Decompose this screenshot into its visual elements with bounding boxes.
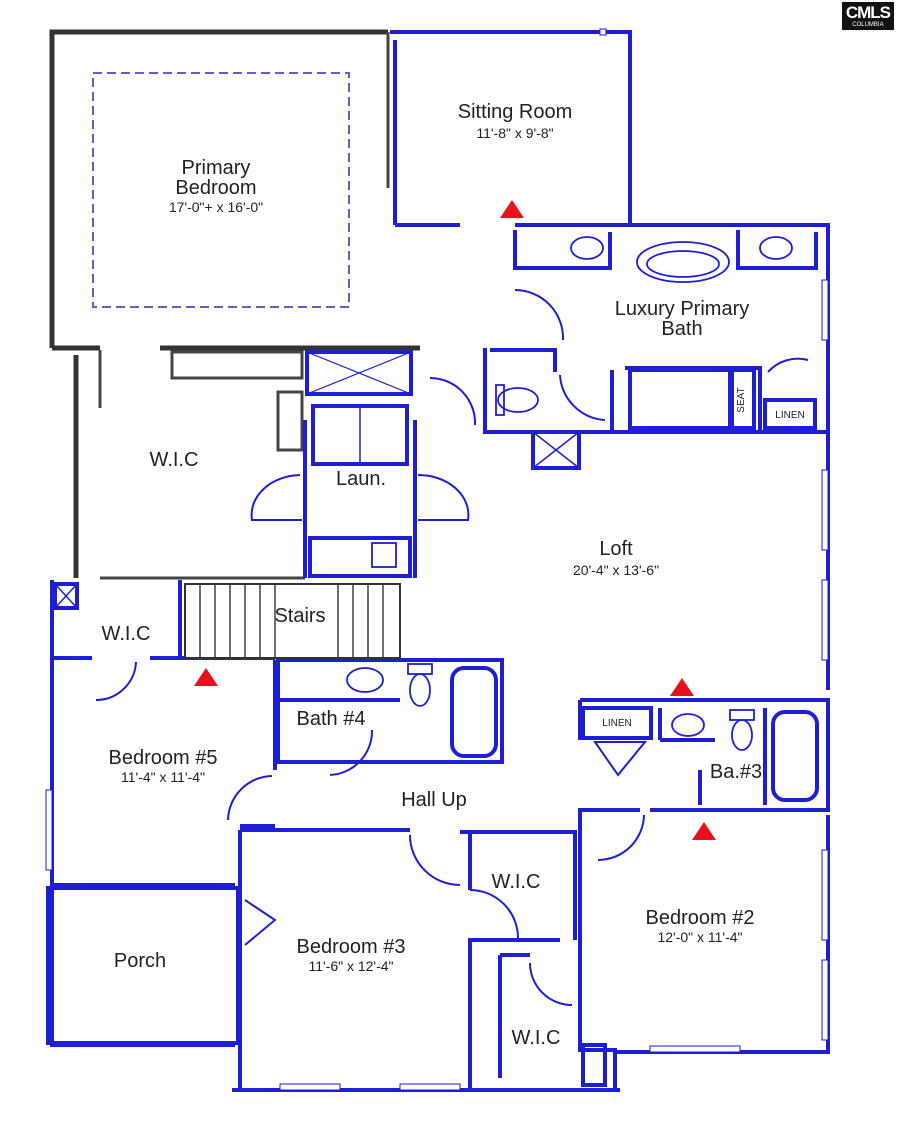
bedroom3-name: Bedroom #3 — [297, 936, 406, 958]
wic-mid-name: W.I.C — [492, 871, 541, 893]
windows — [45, 28, 829, 1091]
bedroom5-name: Bedroom #5 — [109, 747, 218, 769]
door-swings — [95, 288, 809, 1006]
linen-label-bath: LINEN — [775, 410, 804, 421]
stairs — [184, 583, 401, 659]
luxury-bath-name-1: Luxury Primary — [615, 298, 749, 320]
primary-bedroom-dims: 17'-0"+ x 16'-0" — [169, 199, 263, 215]
logo-subtext: COLUMBIA — [852, 22, 884, 28]
bedroom3-dims: 11'-6" x 12'-4" — [308, 958, 393, 974]
wic-main-name: W.I.C — [150, 449, 199, 471]
bedroom2-name: Bedroom #2 — [646, 907, 755, 929]
fixtures — [346, 236, 793, 751]
logo-text: CMLS — [845, 3, 891, 22]
ba3-name: Ba.#3 — [710, 761, 762, 783]
loft-name: Loft — [599, 538, 633, 560]
linen-label-hall: LINEN — [602, 718, 631, 729]
loft-dims: 20'-4" x 13'-6" — [573, 562, 659, 578]
bedroom5-dims: 11'-4" x 11'-4" — [121, 769, 205, 785]
laundry-name: Laun. — [336, 468, 386, 490]
bedroom2-dims: 12'-0" x 11'-4" — [657, 929, 742, 945]
cmls-logo: CMLS COLUMBIA — [841, 2, 894, 30]
primary-bedroom-name-2: Bedroom — [175, 177, 256, 199]
hall-up-name: Hall Up — [401, 789, 467, 811]
sitting-room-name: Sitting Room — [458, 101, 573, 123]
stairs-name: Stairs — [274, 605, 325, 627]
bath4-name: Bath #4 — [297, 708, 366, 730]
exterior-walls-dark — [49, 29, 420, 578]
luxury-bath-name-2: Bath — [661, 318, 702, 340]
interior-walls-dark — [98, 32, 390, 580]
porch-name: Porch — [114, 950, 166, 972]
seat-label: SEAT — [736, 387, 747, 412]
walls-blue — [46, 30, 830, 1092]
sitting-room-dims: 11'-8" x 9'-8" — [476, 125, 553, 141]
room-labels: Primary Bedroom 17'-0"+ x 16'-0" Sitting… — [102, 101, 805, 1049]
tray-ceiling-outline — [92, 72, 350, 308]
wic-small-name: W.I.C — [102, 623, 151, 645]
primary-bedroom-name-1: Primary — [182, 157, 251, 179]
wic-low-name: W.I.C — [512, 1027, 561, 1049]
